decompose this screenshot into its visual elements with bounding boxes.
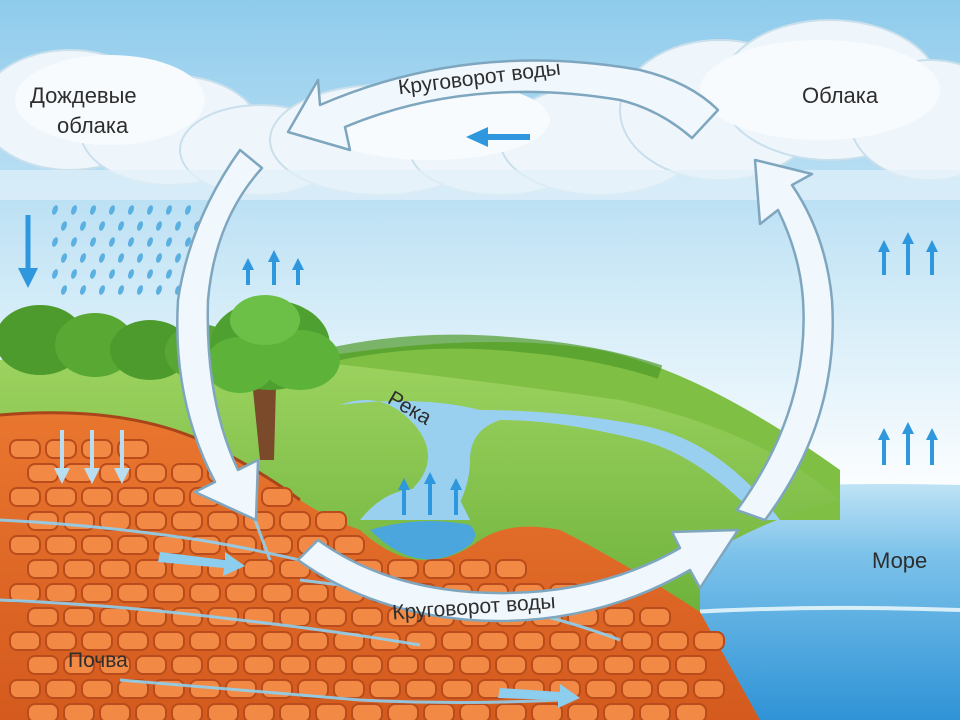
raindrop-icon [166, 237, 172, 247]
raindrop-icon [156, 221, 162, 231]
raindrop-icon [128, 205, 134, 215]
raindrop-icon [118, 221, 124, 231]
raindrop-icon [52, 269, 58, 279]
raindrop-icon [80, 285, 86, 295]
up-arrow-icon [398, 478, 410, 515]
raindrop-icon [71, 237, 77, 247]
up-arrow-icon [242, 258, 254, 285]
up-arrow-icon [926, 240, 938, 275]
raindrop-icon [90, 205, 96, 215]
raindrop-icon [185, 237, 191, 247]
rain-clouds-label-line1: Дождевые [30, 83, 137, 108]
raindrop-icon [71, 269, 77, 279]
raindrop-icon [99, 253, 105, 263]
soil-label: Почва [68, 649, 128, 672]
raindrop-icon [185, 205, 191, 215]
raindrop-icon [109, 205, 115, 215]
raindrop-icon [147, 269, 153, 279]
raindrop-icon [137, 285, 143, 295]
flow-arrows [158, 552, 580, 708]
raindrop-icon [175, 221, 181, 231]
rain-clouds-label-line2: облака [57, 113, 129, 138]
rain-arrow-icon [18, 215, 38, 288]
raindrop-icon [118, 285, 124, 295]
up-arrow-icon [926, 428, 938, 465]
raindrop-icon [166, 269, 172, 279]
raindrop-icon [99, 285, 105, 295]
up-arrow-icon [878, 240, 890, 275]
tree [205, 295, 340, 460]
raindrop-icon [52, 237, 58, 247]
up-arrow-icon [902, 232, 914, 275]
raindrop-icon [156, 253, 162, 263]
up-arrow-icon [424, 472, 436, 515]
raindrop-icon [90, 237, 96, 247]
clouds-label: Облака [802, 83, 879, 108]
cloud-wind-arrow-icon [466, 127, 530, 147]
raindrop-icon [61, 253, 67, 263]
raindrop-icon [137, 253, 143, 263]
raindrop-icon [61, 221, 67, 231]
infiltration-arrows [54, 430, 130, 484]
raindrop-icon [128, 237, 134, 247]
pond [370, 521, 475, 560]
raindrop-icon [99, 221, 105, 231]
raindrop-icon [61, 285, 67, 295]
raindrop-icon [166, 205, 172, 215]
raindrop-icon [52, 205, 58, 215]
raindrop-icon [80, 253, 86, 263]
raindrop-icon [128, 269, 134, 279]
up-arrow-icon [292, 258, 304, 285]
raindrop-icon [71, 205, 77, 215]
raindrop-icon [90, 269, 96, 279]
raindrop-icon [118, 253, 124, 263]
raindrop-icon [147, 237, 153, 247]
raindrop-icon [137, 221, 143, 231]
sea-label: Море [872, 548, 927, 573]
raindrop-icon [156, 285, 162, 295]
up-arrow-icon [450, 478, 462, 515]
up-arrow-icon [268, 250, 280, 285]
raindrop-icon [109, 269, 115, 279]
cycle-arrows [176, 59, 834, 623]
up-arrow-icon [878, 428, 890, 465]
raindrop-icon [109, 237, 115, 247]
raindrop-icon [80, 221, 86, 231]
up-arrow-icon [902, 422, 914, 465]
raindrop-icon [147, 205, 153, 215]
raindrop-icon [175, 253, 181, 263]
evaporation-arrows [242, 232, 938, 515]
